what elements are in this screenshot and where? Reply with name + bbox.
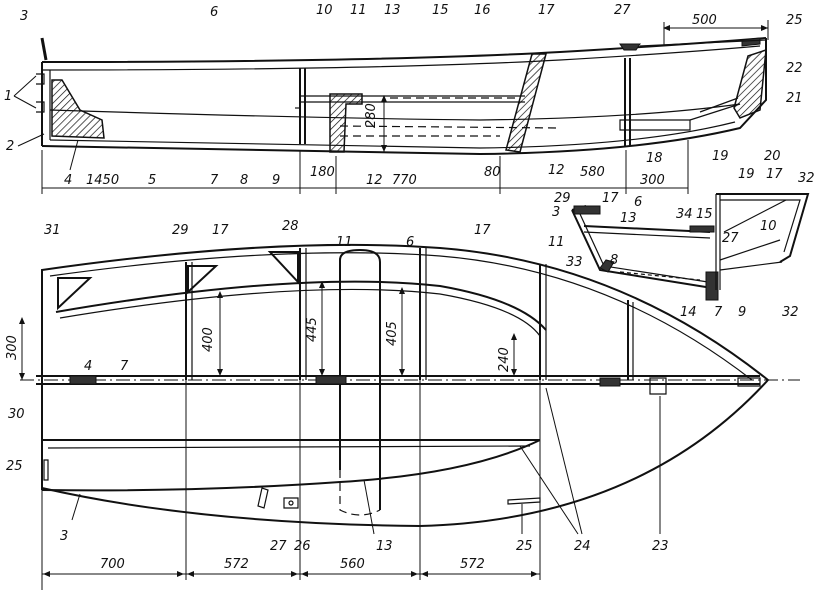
label-10: 10 <box>316 3 333 18</box>
label-11: 11 <box>350 3 367 18</box>
label-6: 6 <box>210 5 218 20</box>
plan-label-17a: 17 <box>212 223 229 238</box>
plan-dim-572a: 572 <box>224 557 249 572</box>
plan-dim-445: 445 <box>305 317 320 342</box>
sec-label-15: 15 <box>696 207 713 222</box>
section-view: 19 17 32 29 3 17 6 13 34 15 11 10 27 33 … <box>548 167 815 320</box>
dim-1450: 1450 <box>86 173 119 188</box>
sec-label-13: 13 <box>620 211 637 226</box>
dim-280: 280 <box>364 103 379 128</box>
plan-dim-560: 560 <box>340 557 365 572</box>
plan-view: 31 29 17 28 11 6 17 4 7 30 25 3 27 26 13… <box>5 219 800 590</box>
sec-label-9: 9 <box>738 305 746 320</box>
label-7: 7 <box>210 173 219 188</box>
side-view: 3 6 10 11 13 15 16 17 27 25 22 21 20 19 … <box>4 3 803 194</box>
sec-label-3: 3 <box>552 205 560 220</box>
label-18: 18 <box>646 151 663 166</box>
label-3: 3 <box>20 9 28 24</box>
label-16: 16 <box>474 3 491 18</box>
label-13: 13 <box>384 3 401 18</box>
label-8: 8 <box>240 173 248 188</box>
sec-label-10: 10 <box>760 219 777 234</box>
dim-80: 80 <box>484 165 501 180</box>
label-9: 9 <box>272 173 280 188</box>
plan-dim-400: 400 <box>201 327 216 352</box>
plan-dim-572b: 572 <box>460 557 485 572</box>
plan-label-24: 24 <box>574 539 591 554</box>
sec-label-17b: 17 <box>602 191 619 206</box>
sec-label-6: 6 <box>634 195 642 210</box>
plan-dim-240: 240 <box>497 347 512 372</box>
sec-label-11: 11 <box>548 235 565 250</box>
label-15: 15 <box>432 3 449 18</box>
plan-label-29: 29 <box>172 223 189 238</box>
sec-label-27: 27 <box>722 231 739 246</box>
sec-label-17: 17 <box>766 167 783 182</box>
label-5: 5 <box>148 173 156 188</box>
label-2: 2 <box>6 139 14 154</box>
plan-label-30: 30 <box>8 407 25 422</box>
plan-label-11: 11 <box>336 235 353 250</box>
sec-label-32a: 32 <box>798 171 815 186</box>
label-21: 21 <box>786 91 803 106</box>
plan-label-25a: 25 <box>6 459 23 474</box>
plan-label-26: 26 <box>294 539 311 554</box>
plan-label-13: 13 <box>376 539 393 554</box>
label-1: 1 <box>4 89 12 104</box>
plan-label-4: 4 <box>84 359 92 374</box>
plan-label-28: 28 <box>282 219 299 234</box>
dim-500: 500 <box>692 13 717 28</box>
sec-label-33: 33 <box>566 255 583 270</box>
sec-label-8: 8 <box>610 253 618 268</box>
dim-770: 770 <box>392 173 417 188</box>
sec-label-7: 7 <box>714 305 723 320</box>
label-17: 17 <box>538 3 555 18</box>
sec-label-29: 29 <box>554 191 571 206</box>
plan-label-31: 31 <box>44 223 61 238</box>
plan-label-7: 7 <box>120 359 129 374</box>
label-12b: 12 <box>548 163 565 178</box>
plan-dim-405: 405 <box>385 321 400 346</box>
plan-label-25b: 25 <box>516 539 533 554</box>
plan-label-17b: 17 <box>474 223 491 238</box>
sec-label-34: 34 <box>676 207 693 222</box>
label-12a: 12 <box>366 173 383 188</box>
plan-dim-300: 300 <box>5 335 20 360</box>
plan-label-6: 6 <box>406 235 414 250</box>
plan-dim-700: 700 <box>100 557 125 572</box>
sec-label-14: 14 <box>680 305 697 320</box>
label-27: 27 <box>614 3 631 18</box>
dim-180: 180 <box>310 165 335 180</box>
dim-300: 300 <box>640 173 665 188</box>
label-19: 19 <box>712 149 729 164</box>
dim-580: 580 <box>580 165 605 180</box>
plan-label-3: 3 <box>60 529 68 544</box>
sec-label-19: 19 <box>738 167 755 182</box>
plan-label-23: 23 <box>652 539 669 554</box>
label-20: 20 <box>764 149 781 164</box>
label-22: 22 <box>786 61 803 76</box>
label-25: 25 <box>786 13 803 28</box>
label-4: 4 <box>64 173 72 188</box>
plan-label-27: 27 <box>270 539 287 554</box>
sec-label-32b: 32 <box>782 305 799 320</box>
